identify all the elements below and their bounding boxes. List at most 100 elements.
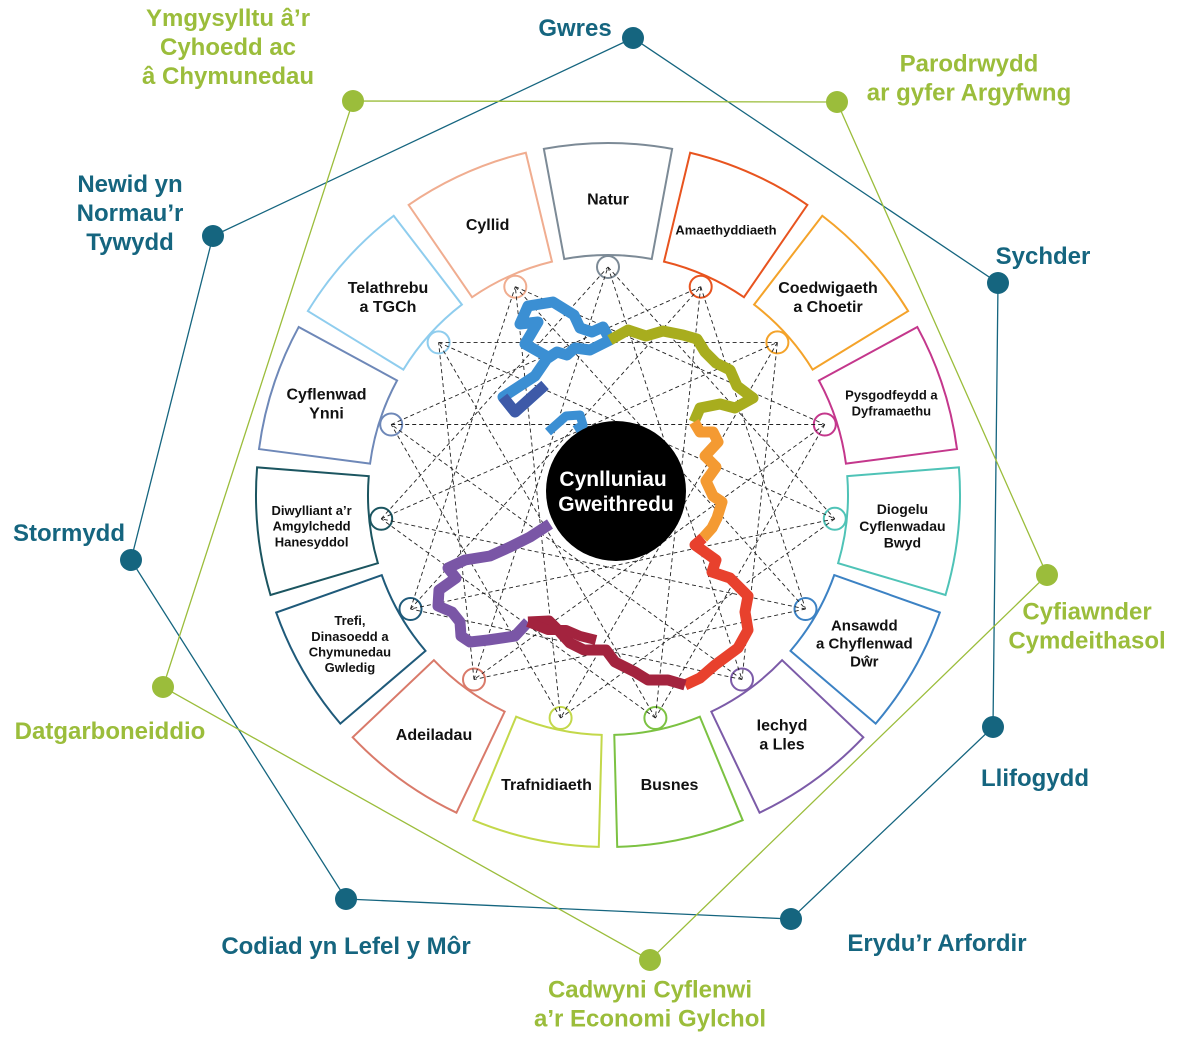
sector-box[interactable] xyxy=(836,466,961,597)
sector-box[interactable] xyxy=(613,715,745,848)
wales-map-segment-south-east xyxy=(682,533,754,690)
sector-label: Natur xyxy=(587,192,629,209)
hazard-node[interactable] xyxy=(120,549,142,571)
hazard-node[interactable] xyxy=(202,225,224,247)
hazard-label-line: Ymgysylltu â’r xyxy=(146,5,310,32)
sector-box[interactable] xyxy=(255,466,380,597)
hazard-label-line: a’r Economi Gylchol xyxy=(534,1006,766,1033)
sector-label-line: Dyframaethu xyxy=(852,403,932,418)
connection-line xyxy=(390,424,561,719)
sector-box[interactable] xyxy=(274,573,427,726)
sector-box[interactable] xyxy=(709,658,865,815)
sector-label-line: Trafnidiaeth xyxy=(501,777,592,794)
hazard-node[interactable] xyxy=(1036,564,1058,586)
sector-box[interactable] xyxy=(351,658,507,815)
hazard-label-line: Newid yn xyxy=(77,171,182,198)
connection-line xyxy=(438,341,835,520)
hazard-heat[interactable]: Gwres xyxy=(538,15,644,49)
hazard-node[interactable] xyxy=(342,90,364,112)
sector-box[interactable] xyxy=(306,214,464,371)
hazard-node[interactable] xyxy=(335,888,357,910)
hazard-label: Gwres xyxy=(538,15,611,42)
hazard-network-lines xyxy=(130,37,1048,961)
sector-label-line: Gwledig xyxy=(325,660,376,675)
sector-box[interactable] xyxy=(407,151,554,299)
sector-business[interactable]: Busnes xyxy=(613,706,745,848)
connection-line xyxy=(381,518,806,610)
hazard-node[interactable] xyxy=(826,91,848,113)
sector-label: Busnes xyxy=(641,777,699,794)
centre-badge[interactable]: Cynlluniau Gweithredu xyxy=(546,421,686,561)
sector-label-line: Dŵr xyxy=(850,653,879,670)
hazard-label-line: Sychder xyxy=(996,243,1091,270)
sector-buildings[interactable]: Adeiladau xyxy=(351,658,507,815)
sector-label: Trafnidiaeth xyxy=(501,777,592,794)
connection-line xyxy=(410,286,702,610)
sector-label-line: Bwyd xyxy=(884,535,921,551)
sector-box[interactable] xyxy=(789,573,942,726)
sector-label: Adeiladau xyxy=(396,727,472,744)
sector-box[interactable] xyxy=(542,142,674,261)
hazard-coastal-erosion[interactable]: Erydu’r Arfordir xyxy=(780,908,1027,957)
hazard-label-line: Cyhoedd ac xyxy=(160,34,296,61)
sector-label-line: a Chyflenwad xyxy=(816,635,913,652)
connection-line xyxy=(473,266,609,680)
hazard-node[interactable] xyxy=(982,716,1004,738)
hazard-label-line: Tywydd xyxy=(86,229,174,256)
sector-box[interactable] xyxy=(257,325,399,465)
hazard-label-line: Parodrwydd xyxy=(900,51,1039,78)
connection-line xyxy=(410,286,516,610)
connection-line xyxy=(410,518,835,610)
connection-line xyxy=(514,286,806,610)
hazard-node[interactable] xyxy=(639,949,661,971)
wales-map-segment-north-west xyxy=(497,296,616,418)
hazard-drought[interactable]: Sychder xyxy=(987,243,1090,294)
sector-box[interactable] xyxy=(752,214,910,371)
sector-box[interactable] xyxy=(817,325,959,465)
wales-map-segment-borders xyxy=(689,419,728,542)
sector-label-line: Busnes xyxy=(641,777,699,794)
hazard-node[interactable] xyxy=(152,676,174,698)
hazard-label-line: Stormydd xyxy=(13,520,125,547)
hazard-flooding[interactable]: Llifogydd xyxy=(981,716,1089,792)
sector-box[interactable] xyxy=(471,715,603,848)
hazard-node[interactable] xyxy=(780,908,802,930)
centre-circle[interactable] xyxy=(546,421,686,561)
sector-label-line: Dinasoedd a xyxy=(311,629,389,644)
hazard-label-line: Datgarboneiddio xyxy=(15,718,206,745)
hazard-node[interactable] xyxy=(622,27,644,49)
hazard-node[interactable] xyxy=(987,272,1009,294)
connection-line xyxy=(438,342,475,680)
hazard-storms[interactable]: Stormydd xyxy=(13,520,142,571)
hazard-decarbonisation[interactable]: Datgarboneiddio xyxy=(15,676,206,745)
sector-nature[interactable]: Natur xyxy=(542,142,674,279)
hazard-sea-level-rise[interactable]: Codiad yn Lefel y Môr xyxy=(221,888,471,960)
sector-label-line: Trefi, xyxy=(334,613,365,628)
climate-hazard-ring xyxy=(130,37,999,920)
sector-label-line: Ansawdd xyxy=(831,617,898,634)
sector-label-line: Hanesyddol xyxy=(275,534,349,549)
sector-label-line: Pysgodfeydd a xyxy=(845,388,938,403)
hazard-label: Datgarboneiddio xyxy=(15,718,206,745)
sector-box[interactable] xyxy=(662,151,809,299)
